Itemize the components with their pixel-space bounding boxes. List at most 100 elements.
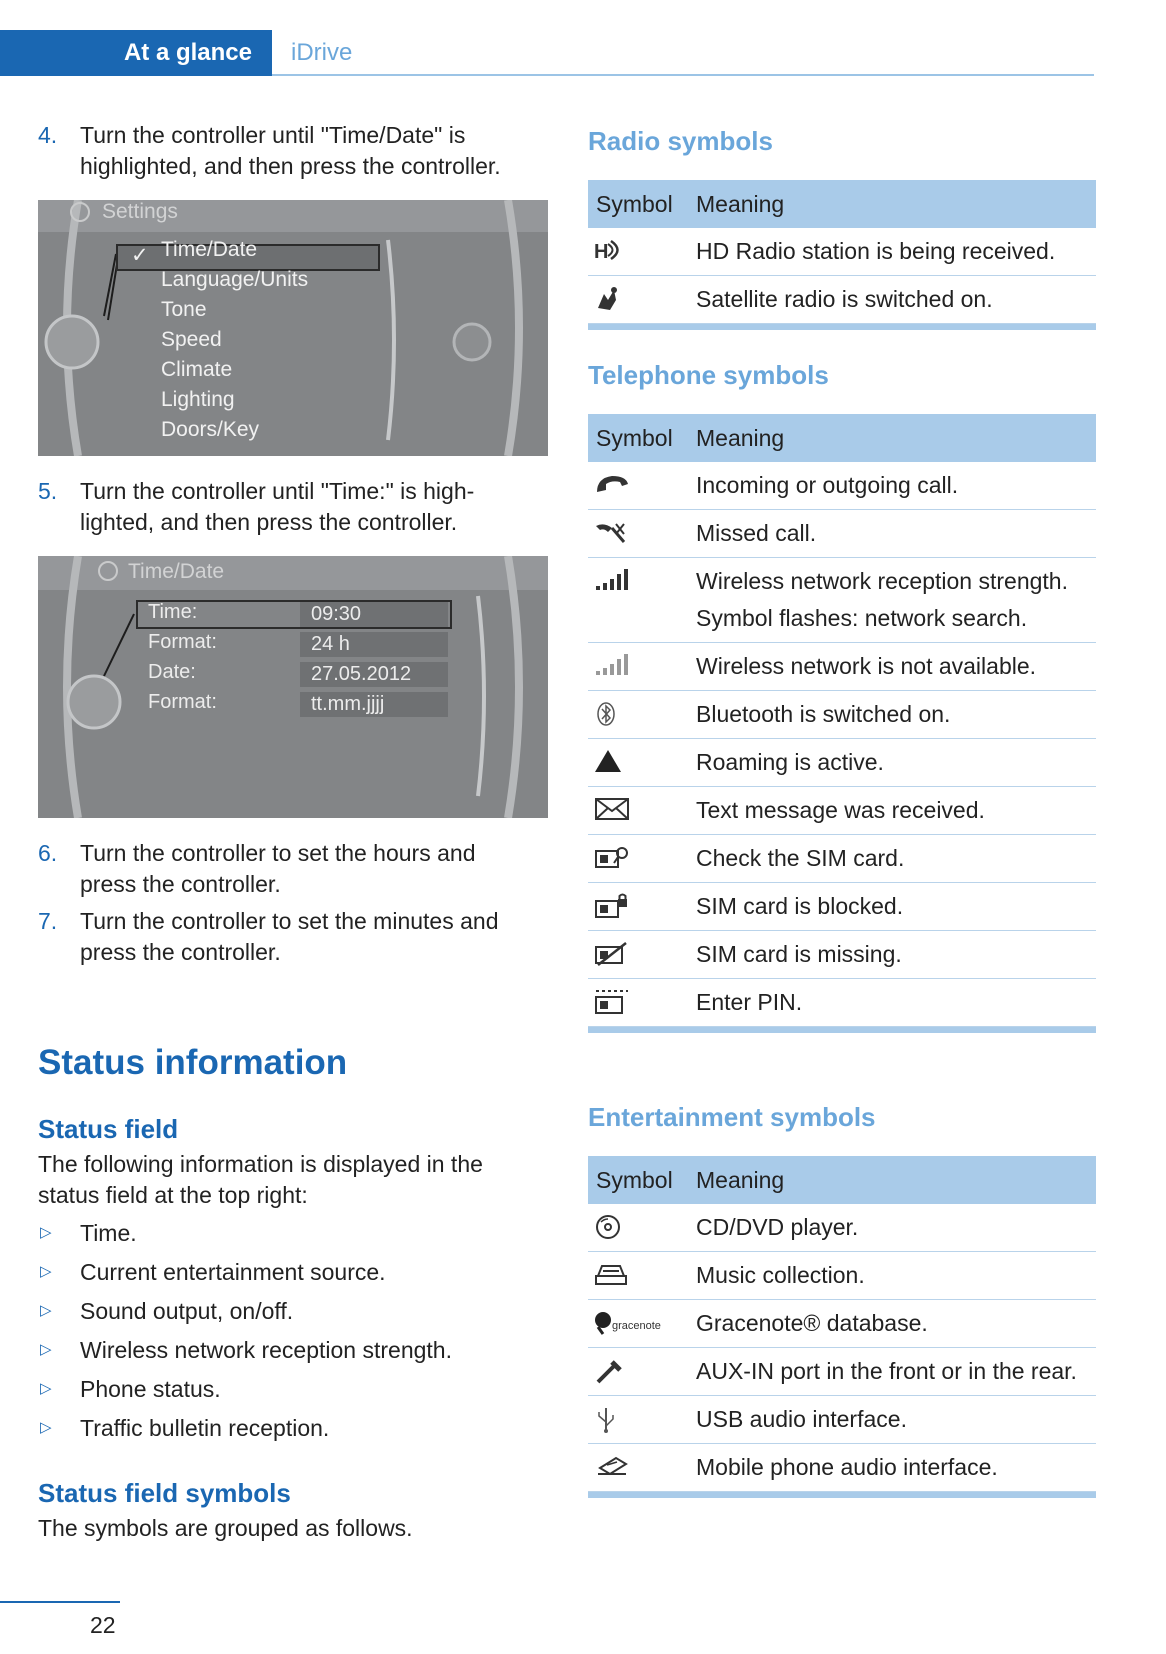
time-date-screen-image: Time/Date Time: 09:30 Format: 24 h Date:…	[38, 556, 548, 818]
meaning-text: Wireless network is not available.	[696, 653, 1037, 679]
menu-item-tone[interactable]: Tone	[161, 298, 207, 321]
list-item: ▷Phone status.	[38, 1376, 221, 1403]
svg-text:H: H	[594, 241, 608, 262]
table-row: SIM card is blocked.	[588, 883, 1096, 931]
table-row: CD/DVD player.	[588, 1204, 1096, 1252]
status-field-intro: The following information is displayed i…	[38, 1151, 483, 1208]
header-section-label: At a glance	[123, 39, 252, 66]
entertainment-symbols-heading: Entertainment symbols	[588, 1102, 876, 1132]
menu-item-doors-key[interactable]: Doors/Key	[161, 418, 260, 441]
footer-rule	[0, 1601, 120, 1603]
usb-icon	[594, 1406, 640, 1434]
list-item-text: Traffic bulletin reception.	[80, 1415, 330, 1441]
settings-gear-icon	[70, 202, 90, 222]
meaning-text: Text message was received.	[696, 797, 985, 823]
date-value[interactable]: 27.05.2012	[300, 662, 448, 687]
list-item: ▷Wireless network reception strength.	[38, 1337, 452, 1364]
meaning-text: SIM card is missing.	[696, 941, 902, 967]
column-header-meaning: Meaning	[696, 191, 785, 217]
meaning-text: Music collection.	[696, 1262, 865, 1288]
table-end-rule	[588, 1492, 1096, 1498]
header-subsection-label: iDrive	[291, 39, 353, 66]
status-field-symbols-intro: The symbols are grouped as follows.	[38, 1515, 413, 1541]
time-value[interactable]: 09:30	[300, 602, 448, 627]
table-row: gracenote Gracenote® database.	[588, 1300, 1096, 1348]
date-format-label: Format:	[148, 691, 217, 713]
status-information-heading: Status information	[38, 1043, 348, 1082]
entertainment-symbols-table: Symbol Meaning CD/DVD player. Music coll…	[588, 1156, 1096, 1498]
list-item-text: Wireless network reception strength.	[80, 1337, 452, 1363]
table-end-rule	[588, 324, 1096, 330]
step-text: Turn the controller to set the minutes a…	[80, 908, 499, 965]
settings-screen-image: Settings ✓ Time/Date Language/Units Tone…	[38, 200, 548, 456]
menu-item-language-units[interactable]: Language/Units	[161, 268, 309, 291]
table-row: Missed call.	[588, 510, 1096, 558]
table-row: Music collection.	[588, 1252, 1096, 1300]
column-header-symbol: Symbol	[596, 425, 673, 451]
satellite-radio-icon	[594, 286, 640, 314]
column-header-symbol: Symbol	[596, 191, 673, 217]
step-item: 5. Turn the controller until "Time:" is …	[38, 476, 538, 538]
checkmark-icon: ✓	[131, 244, 149, 267]
table-row: Roaming is active.	[588, 739, 1096, 787]
telephone-symbols-heading: Telephone symbols	[588, 360, 829, 390]
menu-item-time-date[interactable]: Time/Date	[161, 238, 258, 261]
list-item-text: Phone status.	[80, 1376, 221, 1402]
date-format-value[interactable]: tt.mm.jjjj	[300, 692, 448, 717]
signal-strength-icon	[594, 568, 640, 596]
meaning-text: Bluetooth is switched on.	[696, 701, 951, 727]
meaning-text: Mobile phone audio interface.	[696, 1454, 998, 1480]
list-item: ▷ Sound output, on/off.	[38, 1298, 293, 1325]
sim-blocked-icon	[594, 893, 640, 921]
gracenote-logo-text: gracenote	[612, 1320, 661, 1332]
time-date-gear-icon	[98, 561, 118, 581]
meaning-line: Wireless network reception strength.	[696, 568, 1068, 594]
list-item-text: Sound output, on/off.	[80, 1298, 294, 1324]
time-format-value[interactable]: 24 h	[300, 632, 448, 657]
table-row: Text message was received.	[588, 787, 1096, 835]
sim-missing-icon	[594, 941, 640, 969]
list-item-text: Current entertainment source.	[80, 1259, 386, 1285]
meaning-text: Wireless network reception strength. Symb…	[588, 558, 1096, 642]
table-row: USB audio interface.	[588, 1396, 1096, 1444]
table-header: Symbol Meaning	[588, 414, 1096, 462]
screen-title: Time/Date	[128, 560, 225, 583]
table-row: Wireless network is not available.	[588, 643, 1096, 691]
column-header-meaning: Meaning	[696, 1167, 785, 1193]
header-section-tab: At a glance	[0, 30, 272, 76]
table-row: Check the SIM card.	[588, 835, 1096, 883]
phone-handset-icon	[594, 472, 640, 500]
menu-item-climate[interactable]: Climate	[161, 358, 233, 381]
bullet-arrow-icon: ▷	[40, 1302, 52, 1319]
table-header: Symbol Meaning	[588, 180, 1096, 228]
meaning-note: Symbol flashes: network search.	[696, 605, 1028, 631]
aux-in-icon	[594, 1358, 640, 1386]
step-item: 6. Turn the controller to set the hours …	[38, 838, 538, 900]
header-rule	[272, 74, 1094, 76]
step-number: 7.	[38, 908, 58, 934]
step-number: 5.	[38, 478, 58, 504]
table-row: Wireless network reception strength. Symb…	[588, 558, 1096, 643]
meaning-text: Satellite radio is switched on.	[696, 286, 993, 312]
table-row: Bluetooth is switched on.	[588, 691, 1096, 739]
screen-frame-graphic	[38, 200, 548, 456]
hd-radio-icon: H	[594, 238, 640, 266]
status-field-symbols-heading: Status field symbols	[38, 1478, 291, 1508]
time-format-label: Format:	[148, 631, 217, 653]
menu-highlight	[116, 244, 380, 271]
cd-dvd-icon	[594, 1214, 640, 1242]
meaning-text: USB audio interface.	[696, 1406, 907, 1432]
step-number: 6.	[38, 840, 58, 866]
bullet-arrow-icon: ▷	[40, 1224, 52, 1241]
meaning-text: Roaming is active.	[696, 749, 884, 775]
meaning-text: Enter PIN.	[696, 989, 803, 1015]
table-row: Enter PIN.	[588, 979, 1096, 1027]
menu-item-lighting[interactable]: Lighting	[161, 388, 235, 411]
menu-item-speed[interactable]: Speed	[161, 328, 222, 351]
meaning-text: Missed call.	[696, 520, 817, 546]
list-item: ▷Traffic bulletin reception.	[38, 1415, 329, 1442]
missed-call-icon	[594, 520, 640, 548]
date-label: Date:	[148, 661, 196, 683]
meaning-text: HD Radio station is being received.	[696, 238, 1056, 264]
meaning-text: CD/DVD player.	[696, 1214, 859, 1240]
